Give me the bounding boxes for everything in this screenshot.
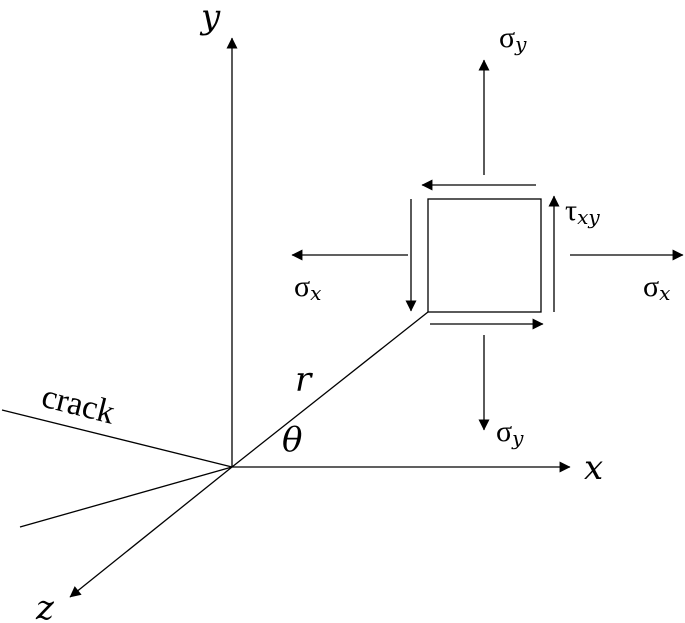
x-axis-label: x [584, 448, 603, 488]
theta-label: θ [282, 420, 302, 460]
z-axis-label: z [35, 588, 55, 623]
sigma-y-top-label: σy [499, 21, 527, 56]
sigma-x-left-label: σx [294, 270, 321, 305]
sigma-y-bottom-label: σy [496, 415, 524, 450]
z-axis [69, 466, 233, 598]
r-label: r [295, 360, 313, 400]
stress-element [427, 198, 542, 313]
sigma-x-right-label: σx [643, 270, 670, 305]
y-axis-label: y [199, 0, 221, 37]
crack-label: crack [38, 378, 118, 432]
crack-upper-face [1, 409, 233, 468]
crack-lower-face [19, 466, 233, 528]
tau-xy-label: τxy [565, 194, 600, 229]
radius-line [231, 311, 429, 468]
